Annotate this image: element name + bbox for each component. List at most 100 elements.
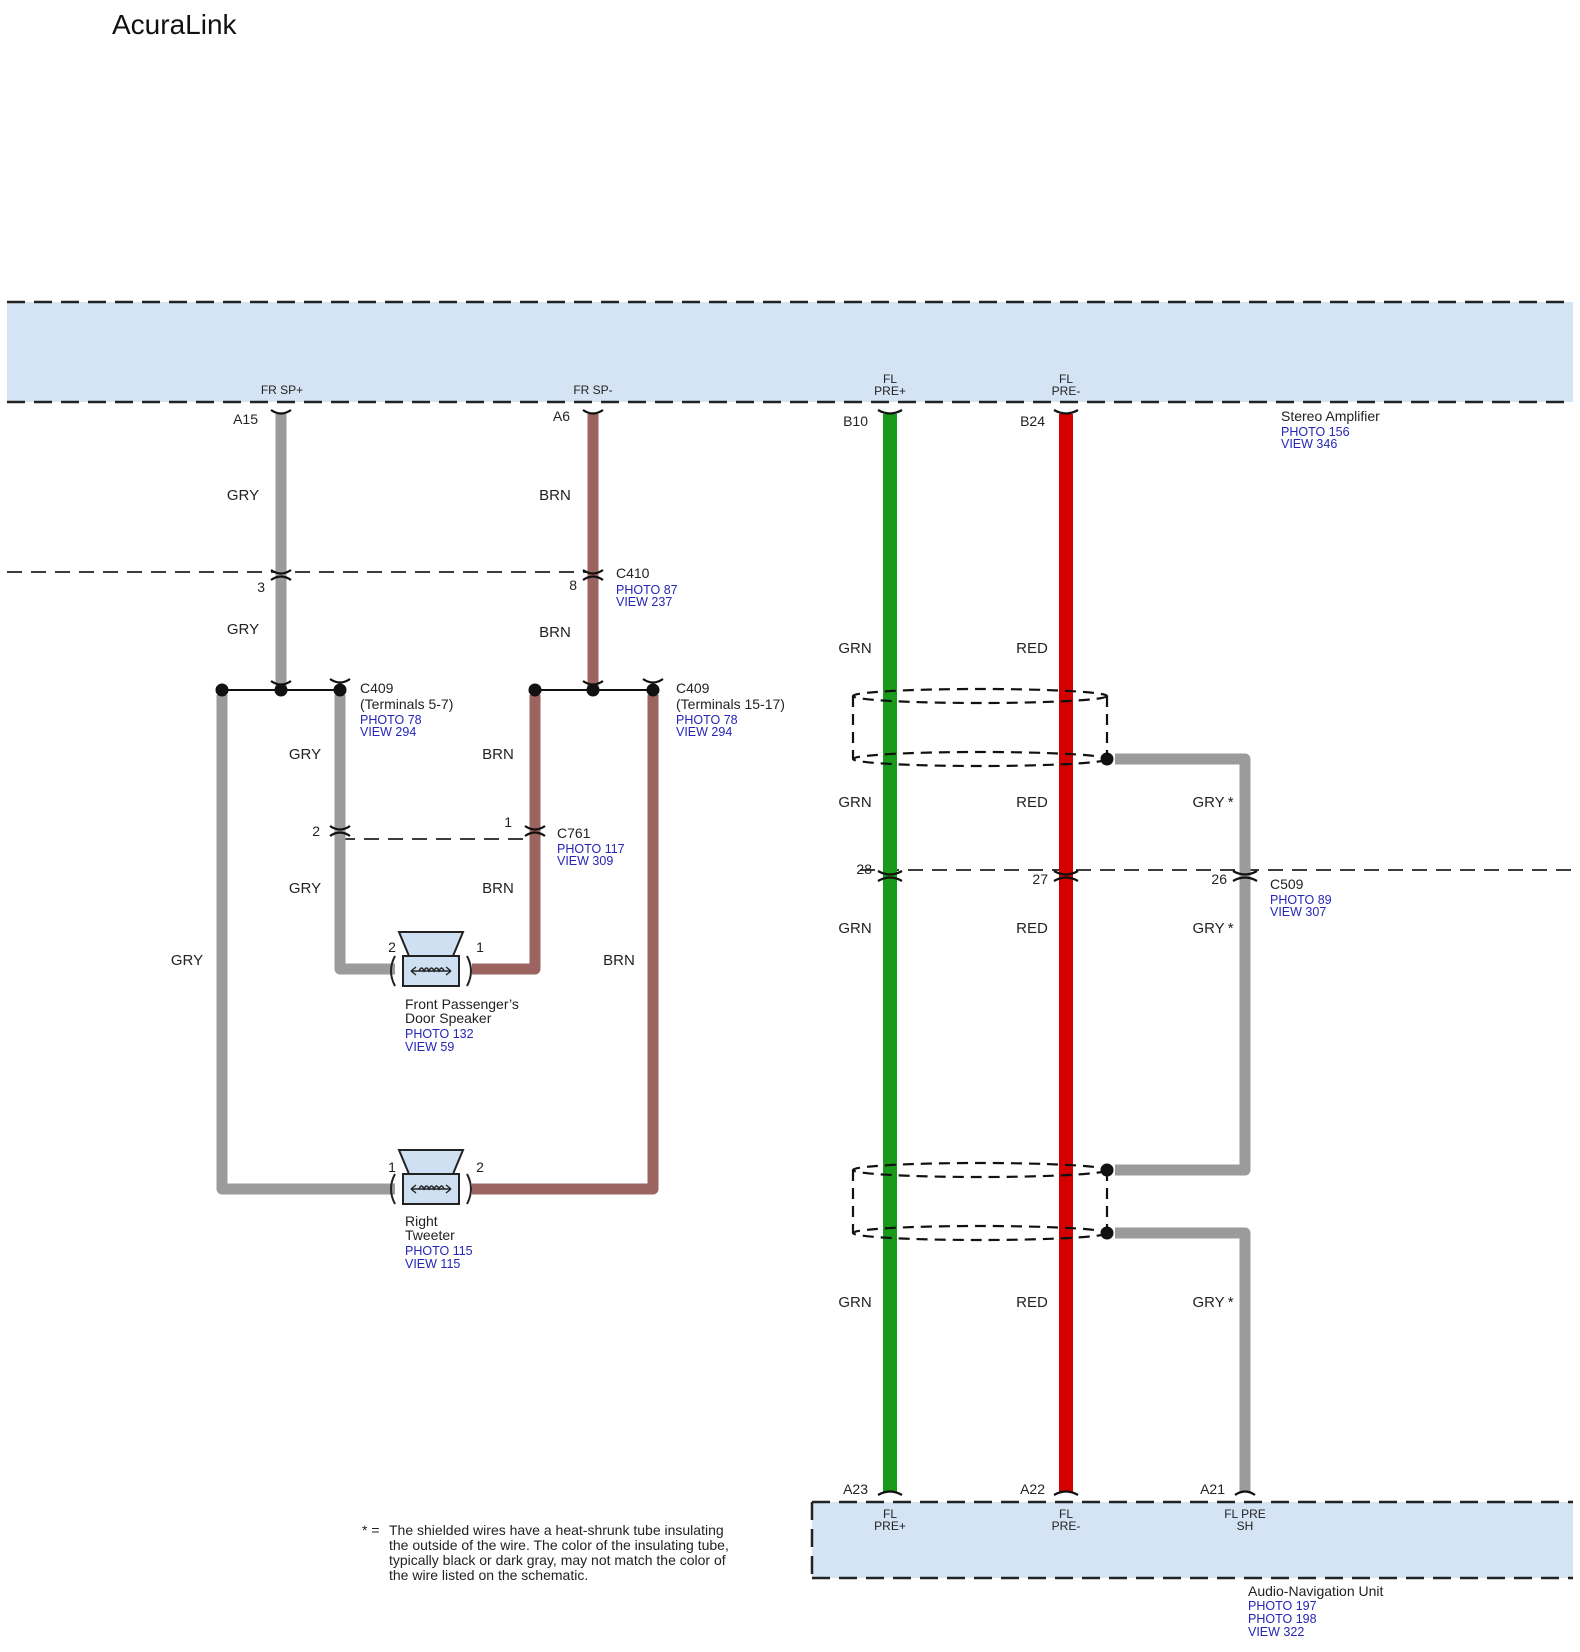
stereo-amplifier-photo-ref[interactable]: PHOTO 156 xyxy=(1281,425,1350,439)
door-speaker-label-line-1: Front Passenger’s xyxy=(405,996,519,1012)
amp-signal-fr-sp-minus: FR SP- xyxy=(573,383,612,397)
c410-view-ref[interactable]: VIEW 237 xyxy=(616,595,672,609)
tweeter-label-line-1: Right xyxy=(405,1213,438,1229)
wire-label-gry-shield-3: GRY * xyxy=(1192,1294,1233,1311)
wire-label-brn-c761: BRN xyxy=(482,880,514,897)
audio-navigation-unit-view-ref[interactable]: VIEW 322 xyxy=(1248,1625,1304,1639)
wire-brn-door-speaker xyxy=(472,695,541,975)
nav-signal-fl-pre-sh-line-2: SH xyxy=(1237,1519,1254,1533)
audio-navigation-unit-photo-ref-1[interactable]: PHOTO 197 xyxy=(1248,1599,1317,1613)
splice-dots xyxy=(215,683,1114,1240)
tweeter-view-ref[interactable]: VIEW 115 xyxy=(405,1257,460,1271)
wire-brn-tweeter xyxy=(472,695,659,1195)
pin-b10: B10 xyxy=(843,413,868,429)
tweeter-pin-1: 1 xyxy=(388,1159,396,1175)
wire-gry-door-speaker xyxy=(334,695,395,975)
stereo-amplifier-label: Stereo Amplifier xyxy=(1281,408,1380,424)
wire-label-grn-2: GRN xyxy=(838,794,871,811)
wire-label-red-4: RED xyxy=(1016,1294,1048,1311)
c409-terminals-15-17-view-ref[interactable]: VIEW 294 xyxy=(676,725,732,739)
pin-a15: A15 xyxy=(233,411,258,427)
c409-terminals-5-7-label: C409 xyxy=(360,680,394,696)
nav-signal-fl-pre-minus-line-2: PRE- xyxy=(1052,1519,1081,1533)
pin-a23: A23 xyxy=(843,1481,868,1497)
wire-label-red-2: RED xyxy=(1016,794,1048,811)
nav-signal-fl-pre-minus-line-1: FL xyxy=(1059,1507,1073,1521)
stereo-amplifier-module xyxy=(7,300,1573,404)
c761-pin-1: 1 xyxy=(504,814,512,830)
pin-a21: A21 xyxy=(1200,1481,1225,1497)
footnote-line-4: the wire listed on the schematic. xyxy=(389,1567,588,1583)
tweeter-icon xyxy=(390,1149,472,1205)
wire-label-gry-tweeter: GRY xyxy=(171,952,203,969)
wire-label-gry-shield-1: GRY * xyxy=(1192,794,1233,811)
pin-a6: A6 xyxy=(553,408,570,424)
tweeter-label-line-2: Tweeter xyxy=(405,1227,455,1243)
amp-signal-fl-pre-minus-line-2: PRE- xyxy=(1052,384,1081,398)
door-speaker-view-ref[interactable]: VIEW 59 xyxy=(405,1040,454,1054)
c410-pin-8: 8 xyxy=(569,577,577,593)
pin-b24: B24 xyxy=(1020,413,1045,429)
footnote-line-3: typically black or dark gray, may not ma… xyxy=(389,1552,726,1568)
tweeter-photo-ref[interactable]: PHOTO 115 xyxy=(405,1244,473,1258)
c761-label: C761 xyxy=(557,825,591,841)
c761-view-ref[interactable]: VIEW 309 xyxy=(557,854,613,868)
wire-label-brn-tweeter: BRN xyxy=(603,952,635,969)
nav-signal-fl-pre-sh-line-1: FL PRE xyxy=(1224,1507,1266,1521)
tweeter-pin-2: 2 xyxy=(476,1159,484,1175)
amp-signal-fl-pre-plus-line-1: FL xyxy=(883,372,897,386)
footnote-line-2: the outside of the wire. The color of th… xyxy=(389,1537,729,1553)
c509-pin-28: 28 xyxy=(856,861,872,877)
diagram-title: AcuraLink xyxy=(112,9,238,40)
speaker-icon xyxy=(390,931,472,987)
stereo-amplifier-view-ref[interactable]: VIEW 346 xyxy=(1281,437,1337,451)
c410-photo-ref[interactable]: PHOTO 87 xyxy=(616,583,678,597)
amp-signal-fl-pre-minus-line-1: FL xyxy=(1059,372,1073,386)
pin-a22: A22 xyxy=(1020,1481,1045,1497)
door-speaker-label-line-2: Door Speaker xyxy=(405,1010,492,1026)
c410-label: C410 xyxy=(616,565,650,581)
footnote-marker: * = xyxy=(362,1522,380,1538)
wire-gry-tweeter xyxy=(216,695,395,1195)
wire-label-brn-c409: BRN xyxy=(482,746,514,763)
c409-terminals-15-17-label: C409 xyxy=(676,680,710,696)
wire-label-red-3: RED xyxy=(1016,920,1048,937)
wire-label-brn-a6: BRN xyxy=(539,487,571,504)
wire-label-brn-c410: BRN xyxy=(539,624,571,641)
audio-navigation-unit-module xyxy=(810,1500,1573,1580)
wire-label-gry-shield-2: GRY * xyxy=(1192,920,1233,937)
c761-pin-2: 2 xyxy=(312,823,320,839)
door-speaker-photo-ref[interactable]: PHOTO 132 xyxy=(405,1027,474,1041)
audio-navigation-unit-photo-ref-2[interactable]: PHOTO 198 xyxy=(1248,1612,1317,1626)
nav-signal-fl-pre-plus-line-2: PRE+ xyxy=(874,1519,906,1533)
c409-terminals-5-7-view-ref[interactable]: VIEW 294 xyxy=(360,725,416,739)
audio-navigation-unit-label: Audio-Navigation Unit xyxy=(1248,1583,1384,1599)
c509-pin-27: 27 xyxy=(1032,871,1048,887)
c509-label: C509 xyxy=(1270,876,1304,892)
c409-terminals-5-7-photo-ref[interactable]: PHOTO 78 xyxy=(360,713,422,727)
c410-pin-3: 3 xyxy=(257,579,265,595)
amp-signal-fl-pre-plus-line-2: PRE+ xyxy=(874,384,906,398)
wire-label-gry-c761: GRY xyxy=(289,880,321,897)
wire-label-gry-c410: GRY xyxy=(227,621,259,638)
wire-label-red-1: RED xyxy=(1016,640,1048,657)
c761-photo-ref[interactable]: PHOTO 117 xyxy=(557,842,625,856)
c409-terminals-15-17-range: (Terminals 15-17) xyxy=(676,696,785,712)
wire-label-gry-a15: GRY xyxy=(227,487,259,504)
terminal-caps xyxy=(270,409,1258,1496)
c509-view-ref[interactable]: VIEW 307 xyxy=(1270,905,1326,919)
c509-photo-ref[interactable]: PHOTO 89 xyxy=(1270,893,1332,907)
nav-signal-fl-pre-plus-line-1: FL xyxy=(883,1507,897,1521)
c409-terminals-15-17-photo-ref[interactable]: PHOTO 78 xyxy=(676,713,738,727)
c509-pin-26: 26 xyxy=(1211,871,1227,887)
door-speaker-pin-2: 2 xyxy=(388,939,396,955)
wire-label-grn-4: GRN xyxy=(838,1294,871,1311)
wire-label-gry-c409: GRY xyxy=(289,746,321,763)
wire-gry-shield-1 xyxy=(1115,753,1251,1176)
door-speaker-pin-1: 1 xyxy=(476,939,484,955)
